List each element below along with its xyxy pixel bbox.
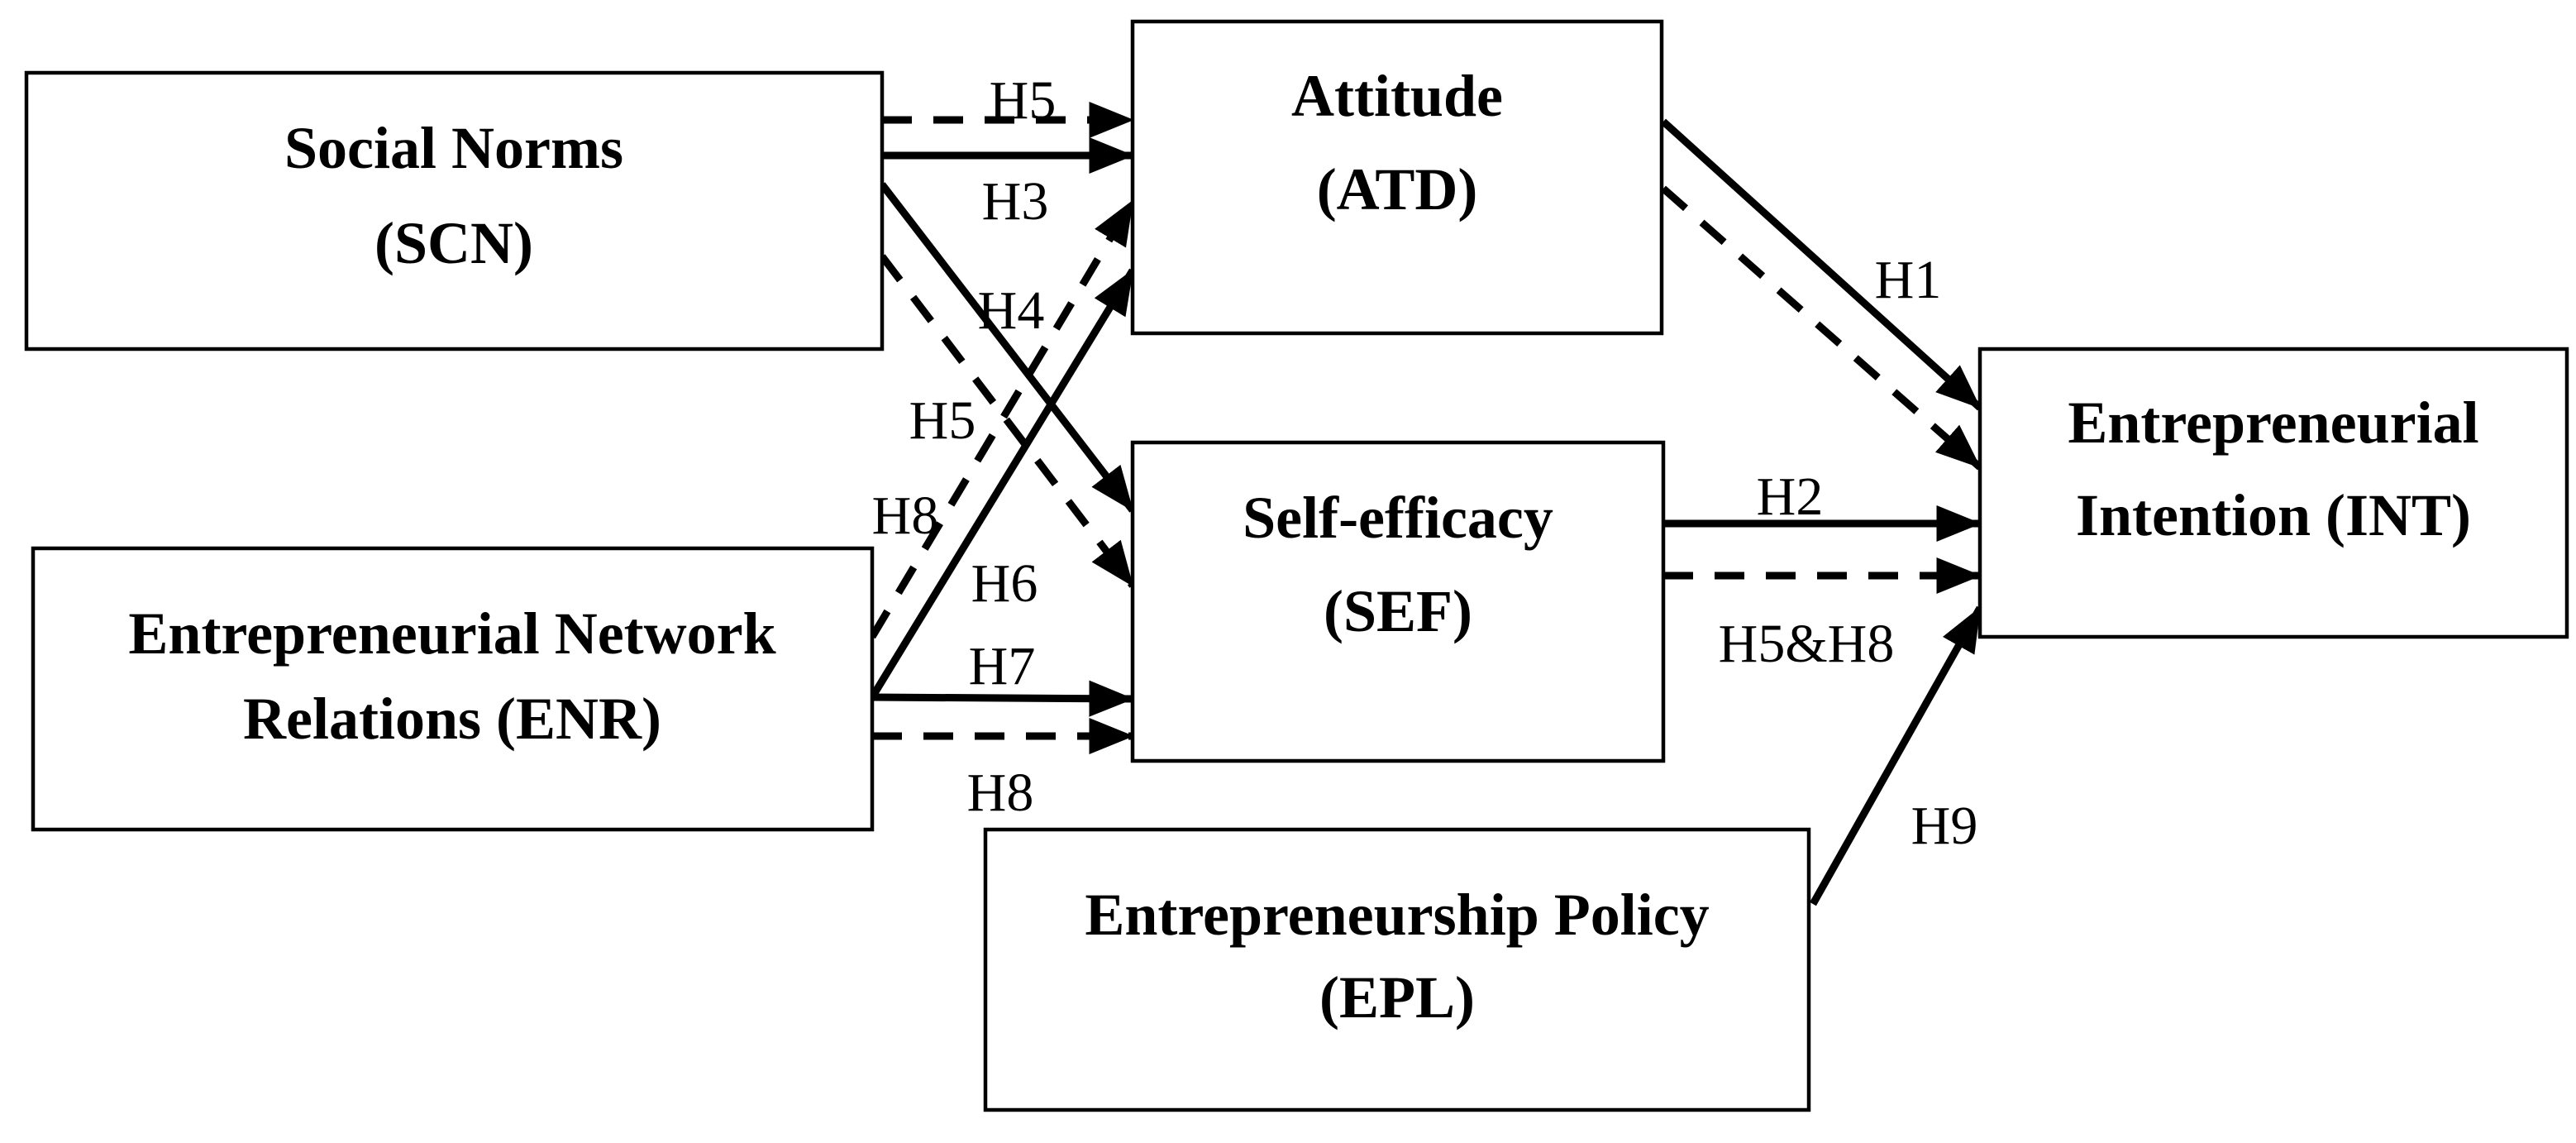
sef-label-line1: Self-efficacy (1243, 485, 1553, 551)
epl-label-line2: (EPL) (1319, 964, 1475, 1031)
epl-box (983, 827, 1811, 1112)
edge-label-h5-scn-sef: H5 (909, 390, 976, 451)
node-atd: Attitude (ATD) (1130, 19, 1664, 336)
edge-label-h5-scn-atd: H5 (990, 70, 1057, 131)
sef-box (1130, 440, 1666, 763)
arrow-h7-enr-sef (871, 680, 1134, 717)
scn-box (24, 70, 885, 352)
node-epl: Entrepreneurship Policy (EPL) (983, 827, 1811, 1112)
int-label-line2: Intention (INT) (2076, 482, 2471, 548)
edge-label-h4-scn-sef: H4 (978, 280, 1045, 341)
edge-label-h8-enr-atd: H8 (872, 485, 939, 546)
sef-label-line2: (SEF) (1324, 578, 1472, 644)
edge-label-h8-enr-sef: H8 (967, 763, 1034, 823)
arrow-h6-enr-atd (869, 268, 1136, 700)
scn-label-line1: Social Norms (284, 115, 623, 181)
edge-label-h5h8-sef-int: H5&H8 (1719, 614, 1895, 674)
arrow-h4-scn-sef (879, 182, 1136, 513)
node-enr: Entrepreneurial Network Relations (ENR) (31, 546, 875, 832)
edge-label-h1-atd-int: H1 (1875, 250, 1942, 310)
enr-box (31, 546, 875, 832)
node-int: Entrepreneurial Intention (INT) (1977, 347, 2569, 639)
atd-label-line2: (ATD) (1317, 156, 1478, 222)
edge-label-h6-enr-atd: H6 (971, 553, 1038, 614)
node-sef: Self-efficacy (SEF) (1130, 440, 1666, 763)
arrow-moderated-atd-int (1661, 185, 1982, 471)
epl-label-line1: Entrepreneurship Policy (1085, 882, 1709, 948)
edge-label-h3-scn-atd: H3 (982, 171, 1049, 232)
scn-label-line2: (SCN) (374, 210, 533, 276)
atd-label-line1: Attitude (1291, 63, 1503, 129)
edge-label-h9-epl-int: H9 (1911, 796, 1978, 856)
enr-label-line2: Relations (ENR) (243, 686, 661, 752)
edge-label-h7-enr-sef: H7 (969, 636, 1036, 696)
arrow-h8-enr-atd (869, 198, 1136, 639)
int-label-line1: Entrepreneurial (2068, 390, 2478, 456)
enr-label-line1: Entrepreneurial Network (128, 600, 775, 667)
node-scn: Social Norms (SCN) (24, 70, 885, 352)
arrow-h9-epl-int (1810, 605, 1983, 906)
edge-label-h2-sef-int: H2 (1757, 466, 1824, 527)
int-box (1977, 347, 2569, 639)
arrow-h1-atd-int (1660, 118, 1983, 411)
atd-box (1130, 19, 1664, 336)
arrow-h5-scn-sef (879, 254, 1136, 588)
